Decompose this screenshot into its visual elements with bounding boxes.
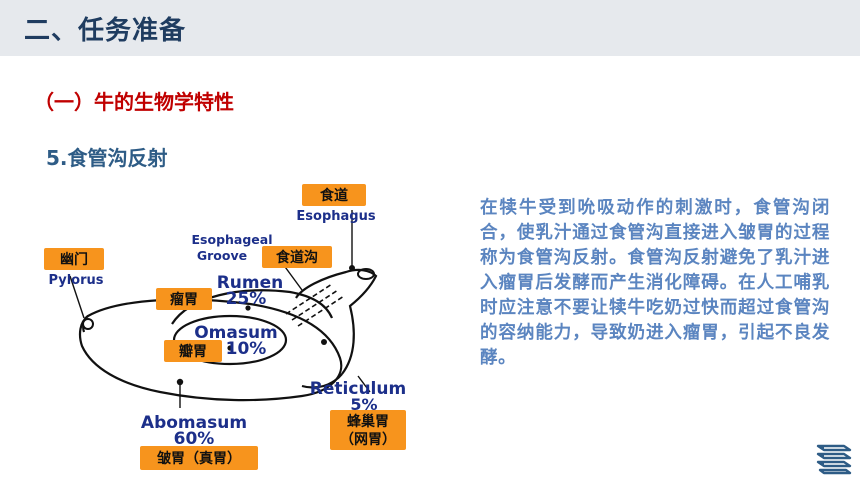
esophagus-en-label: Esophagus bbox=[296, 209, 375, 224]
stomach-diagram: 食道 食道沟 幽门 瘤胃 瓣胃 蜂巢胃 （网胃） 皱胃（真胃） Esophagu… bbox=[44, 184, 406, 470]
reticulum-cn-label-2: （网胃） bbox=[340, 432, 396, 448]
rumen-en-label: Rumen bbox=[217, 273, 284, 293]
reticulum-percent: 5% bbox=[350, 395, 377, 414]
omasum-en-label: Omasum bbox=[194, 323, 278, 343]
reticulum-cn-label-1: 蜂巢胃 bbox=[347, 413, 389, 430]
rumen-cn-label: 瘤胃 bbox=[170, 291, 198, 308]
pylorus-ring bbox=[82, 318, 94, 330]
groove-lines bbox=[285, 283, 345, 327]
rumen-percent: 25% bbox=[226, 289, 267, 309]
omasum-cn-label: 瓣胃 bbox=[179, 343, 207, 360]
book-stack-icon bbox=[816, 444, 852, 475]
page-title: 二、任务准备 bbox=[24, 16, 187, 46]
abomasum-percent: 60% bbox=[174, 429, 215, 449]
reticulum-outline bbox=[301, 373, 343, 389]
reticulum-en-label: Reticulum bbox=[310, 379, 406, 399]
groove-en-label-1: Esophageal bbox=[192, 232, 273, 247]
header-bar: 二、任务准备 bbox=[0, 0, 860, 56]
section-title: 5.食管沟反射 bbox=[46, 146, 168, 170]
subtitle: （一）牛的生物学特性 bbox=[34, 90, 234, 114]
groove-cn-label: 食道沟 bbox=[276, 249, 318, 266]
esophagus-tip bbox=[357, 268, 375, 280]
esophagus-cn-label: 食道 bbox=[320, 187, 348, 204]
pylorus-en-label: Pylorus bbox=[48, 273, 103, 288]
groove-en-label-2: Groove bbox=[197, 248, 247, 263]
abomasum-outline bbox=[78, 298, 343, 402]
pylorus-cn-label: 幽门 bbox=[60, 251, 88, 268]
esophagus-outline bbox=[295, 268, 378, 375]
abomasum-cn-label: 皱胃（真胃） bbox=[156, 450, 241, 467]
omasum-percent: 10% bbox=[226, 339, 267, 359]
abomasum-en-label: Abomasum bbox=[141, 413, 247, 433]
description-paragraph: 在犊牛受到吮吸动作的刺激时，食管沟闭合，使乳汁通过食管沟直接进入皱胃的过程称为食… bbox=[480, 198, 830, 368]
